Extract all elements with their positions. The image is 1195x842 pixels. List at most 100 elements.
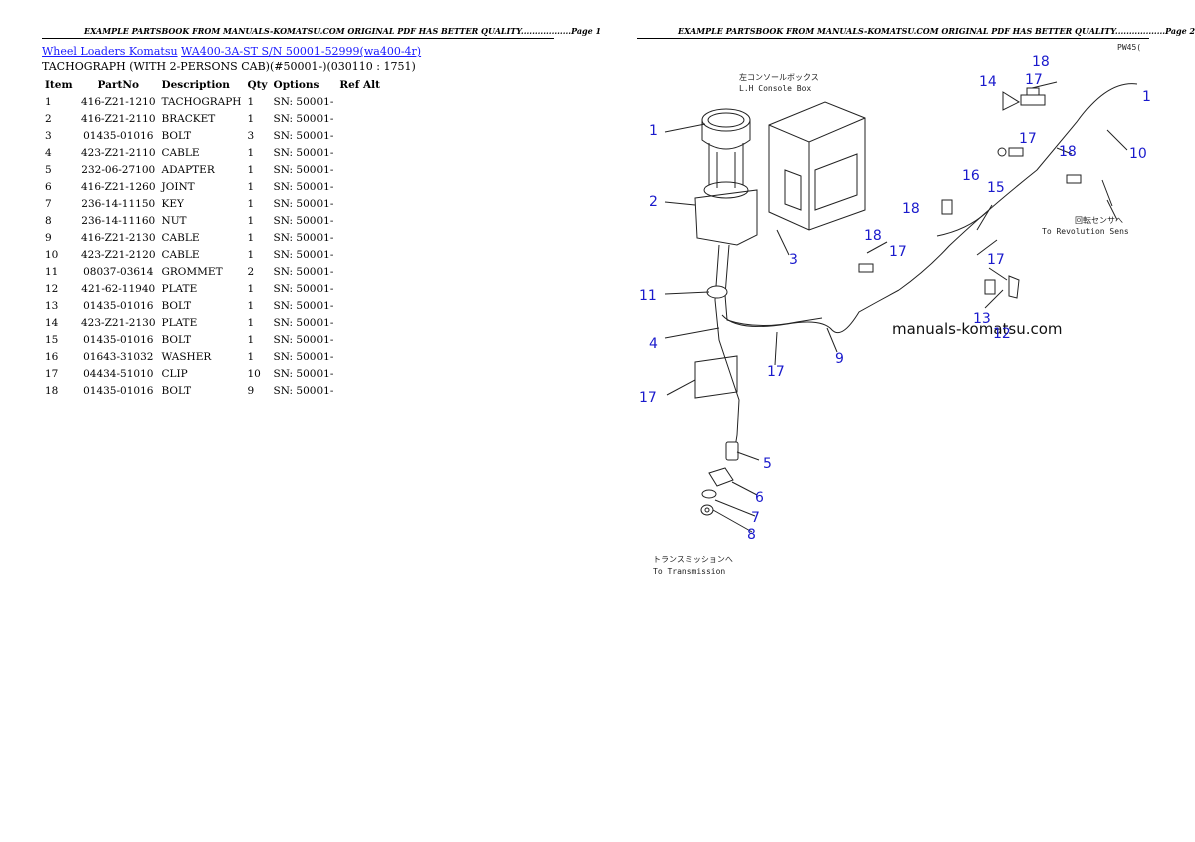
- cell-item: 12: [45, 282, 59, 295]
- note-revolution-en: To Revolution Sens: [1042, 227, 1129, 236]
- cell-qty: 2: [247, 265, 255, 278]
- cell-item: 16: [45, 350, 59, 363]
- cell-description: PLATE: [161, 316, 198, 329]
- cell-description: GROMMET: [161, 265, 223, 278]
- cell-description: BOLT: [161, 129, 192, 142]
- cell-description: CABLE: [161, 248, 200, 261]
- cell-qty: 9: [247, 384, 255, 397]
- cell-description: NUT: [161, 214, 187, 227]
- cell-description: CABLE: [161, 146, 200, 159]
- cell-qty: 10: [247, 367, 261, 380]
- cell-ref-alt: [336, 178, 383, 195]
- cell-ref-alt: [336, 314, 383, 331]
- leader-lines: [664, 81, 1128, 533]
- breadcrumb-link-model[interactable]: WA400-3A-ST S/N 50001-52999(wa400-4r): [181, 45, 422, 58]
- parts-table: Item PartNo Description Qty Options Ref …: [42, 76, 383, 399]
- cell-ref-alt: [336, 110, 383, 127]
- column-header-partno: PartNo: [97, 78, 139, 91]
- cell-partno: 416-Z21-1260: [81, 180, 156, 193]
- cell-options: SN: 50001-: [273, 197, 334, 210]
- column-header-options: Options: [273, 78, 320, 91]
- cell-qty: 3: [247, 129, 255, 142]
- cell-qty: 1: [247, 248, 255, 261]
- cell-item: 14: [45, 316, 59, 329]
- column-header-qty: Qty: [247, 78, 268, 91]
- table-header-row: Item PartNo Description Qty Options Ref …: [42, 76, 383, 93]
- callout-18b: 18: [1059, 144, 1077, 160]
- cell-options: SN: 50001-: [273, 333, 334, 346]
- cell-item: 4: [45, 146, 52, 159]
- cell-ref-alt: [336, 297, 383, 314]
- cell-options: SN: 50001-: [273, 367, 334, 380]
- cell-item: 8: [45, 214, 52, 227]
- cell-item: 6: [45, 180, 52, 193]
- page2-header-rule: [637, 38, 1149, 39]
- cell-partno: 423-Z21-2130: [81, 316, 156, 329]
- cell-options: SN: 50001-: [273, 129, 334, 142]
- note-console-en: L.H Console Box: [739, 84, 811, 93]
- callout-2: 2: [649, 194, 658, 210]
- cell-options: SN: 50001-: [273, 146, 334, 159]
- console-box-drawing: [768, 101, 866, 231]
- tachograph-drawing: [701, 108, 751, 188]
- parts-diagram-svg: 左コンソールボックス L.H Console Box 回転センサへ To Rev…: [639, 43, 1151, 576]
- cell-ref-alt: [336, 382, 383, 399]
- cell-ref-alt: [336, 212, 383, 229]
- column-header-description: Description: [161, 78, 230, 91]
- cell-qty: 1: [247, 231, 255, 244]
- callout-12: 12: [993, 326, 1011, 342]
- cell-item: 17: [45, 367, 59, 380]
- cell-partno: 421-62-11940: [81, 282, 156, 295]
- cell-item: 13: [45, 299, 59, 312]
- cell-qty: 1: [247, 299, 255, 312]
- cell-ref-alt: [336, 246, 383, 263]
- cell-description: KEY: [161, 197, 184, 210]
- callout-17b: 17: [1019, 131, 1037, 147]
- breadcrumb-link-wheel-loaders[interactable]: Wheel Loaders Komatsu: [42, 45, 178, 58]
- cell-item: 2: [45, 112, 52, 125]
- cell-item: 11: [45, 265, 59, 278]
- cell-partno: 232-06-27100: [81, 163, 156, 176]
- cell-ref-alt: [336, 127, 383, 144]
- clip-note-box: [694, 355, 738, 399]
- table-row: 3 01435-01016 BOLT 3 SN: 50001-: [42, 127, 383, 144]
- cell-ref-alt: [336, 161, 383, 178]
- cell-options: SN: 50001-: [273, 163, 334, 176]
- adapter-joint-drawing: [700, 441, 739, 516]
- cell-partno: 423-Z21-2120: [81, 248, 156, 261]
- cell-partno: 01435-01016: [83, 129, 154, 142]
- callout-11: 11: [639, 288, 657, 304]
- cell-options: SN: 50001-: [273, 384, 334, 397]
- cell-options: SN: 50001-: [273, 180, 334, 193]
- cell-ref-alt: [336, 195, 383, 212]
- watermark-text: manuals-komatsu.com: [892, 320, 1063, 338]
- cell-ref-alt: [336, 144, 383, 161]
- cell-qty: 1: [247, 350, 255, 363]
- cell-qty: 1: [247, 197, 255, 210]
- callout-18c: 18: [902, 201, 920, 217]
- cell-ref-alt: [336, 229, 383, 246]
- cell-partno: 423-Z21-2110: [81, 146, 156, 159]
- cell-item: 1: [45, 95, 52, 108]
- cell-qty: 1: [247, 112, 255, 125]
- cell-description: ADAPTER: [161, 163, 215, 176]
- note-revolution-jp: 回転センサへ: [1075, 216, 1123, 225]
- cell-partno: 416-Z21-2110: [81, 112, 156, 125]
- bracket-drawing: [694, 181, 758, 246]
- cell-partno: 01643-31032: [83, 350, 154, 363]
- cell-item: 3: [45, 129, 52, 142]
- callout-5: 5: [763, 456, 772, 472]
- callout-17e: 17: [767, 364, 785, 380]
- grommet-drawing: [706, 285, 728, 299]
